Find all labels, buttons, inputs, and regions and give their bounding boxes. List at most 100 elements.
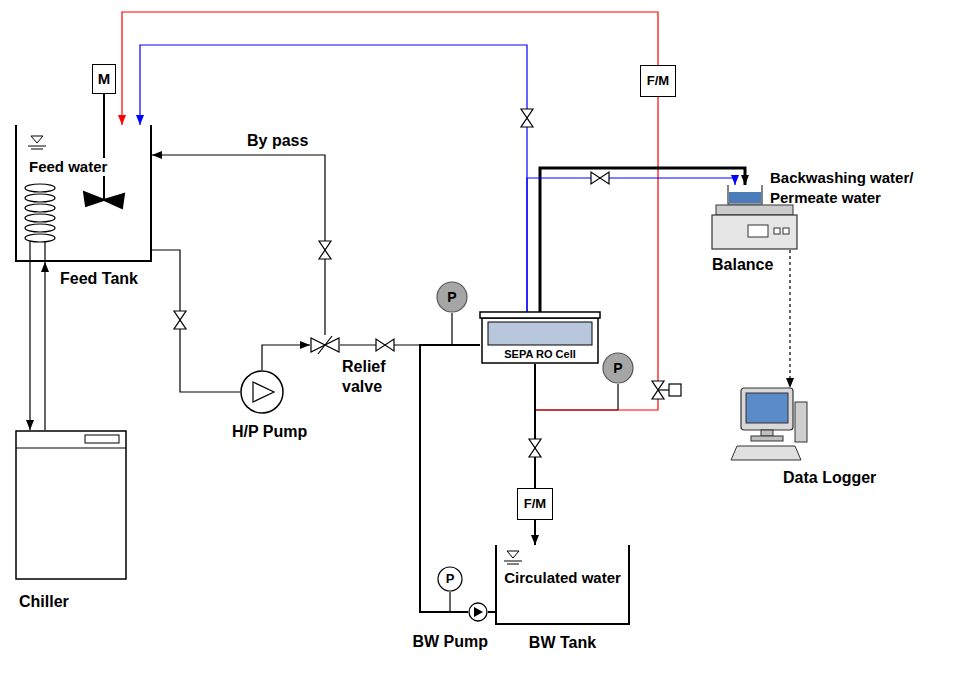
ro-cell-shape bbox=[488, 322, 592, 345]
pipe-line bbox=[262, 345, 310, 370]
relief-valve-shape bbox=[310, 335, 340, 355]
flow-meter: F/M bbox=[640, 65, 676, 97]
pressure-gauge-shape bbox=[437, 282, 467, 312]
stirrer bbox=[104, 194, 124, 208]
node-text: Data Logger bbox=[783, 468, 876, 487]
node-text: SEPA RO Cell bbox=[480, 348, 600, 361]
node-text: Chiller bbox=[19, 592, 69, 611]
pipe-line bbox=[44, 262, 45, 430]
valve-actuator bbox=[658, 389, 669, 390]
pipe-line bbox=[122, 12, 658, 125]
node-text: P bbox=[446, 571, 455, 587]
pipe-line bbox=[152, 250, 240, 392]
bw-tank: Circulated waterBW Tank bbox=[495, 545, 630, 625]
bw-pump-shape bbox=[468, 602, 488, 622]
valve-symbol bbox=[591, 172, 609, 184]
valve-actuator bbox=[658, 384, 681, 396]
cooling-coil bbox=[25, 214, 55, 222]
cooling-coil bbox=[44, 241, 45, 262]
node-text: BW Tank bbox=[495, 633, 630, 652]
feed-tank: Feed waterFeed Tank bbox=[15, 125, 152, 262]
node-text: Feed Tank bbox=[60, 269, 138, 288]
computer: Data Logger bbox=[735, 388, 805, 466]
high-pressure-pump: H/P Pump bbox=[240, 370, 284, 414]
chiller-unit-shape bbox=[85, 435, 119, 443]
computer-shape bbox=[751, 436, 783, 441]
chiller-unit: Chiller bbox=[15, 430, 127, 580]
pipe-line bbox=[140, 45, 527, 312]
pipe-line bbox=[152, 155, 325, 335]
cooling-coil bbox=[25, 204, 55, 212]
node-text: H/P Pump bbox=[232, 422, 307, 441]
ro-cell-shape bbox=[480, 312, 600, 318]
high-pressure-pump-shape bbox=[240, 370, 284, 414]
water-level-symbol bbox=[31, 136, 43, 143]
node-text: P bbox=[613, 360, 622, 377]
balance-shape bbox=[748, 225, 768, 237]
pipe-line bbox=[29, 262, 30, 430]
pipe-line bbox=[452, 313, 480, 345]
pressure-gauge-shape bbox=[438, 567, 462, 591]
pipe-line bbox=[103, 94, 105, 125]
bw-pump-shape bbox=[474, 607, 483, 617]
high-pressure-pump-shape bbox=[241, 371, 283, 413]
pipe-line bbox=[450, 592, 468, 612]
pipe-line bbox=[420, 345, 480, 612]
bw-tank-shape bbox=[496, 545, 629, 624]
pipe-line bbox=[534, 364, 536, 488]
water-level-symbol bbox=[507, 564, 519, 565]
cooling-coil bbox=[25, 234, 55, 242]
node-text: BW Pump bbox=[412, 632, 488, 651]
valve-symbol bbox=[529, 439, 541, 457]
water-level-symbol bbox=[507, 551, 519, 558]
valve-symbol bbox=[319, 241, 331, 259]
computer-shape bbox=[746, 393, 788, 423]
motor-box: M bbox=[92, 64, 116, 94]
water-level-symbol bbox=[31, 149, 43, 150]
balance-shape bbox=[774, 228, 780, 234]
high-pressure-pump-shape bbox=[253, 382, 274, 402]
relief-valve-shape bbox=[318, 336, 332, 354]
node-text: Balance bbox=[712, 255, 773, 274]
pressure-gauge: P bbox=[437, 566, 463, 592]
node-text: Feed water bbox=[27, 158, 109, 176]
balance-shape bbox=[728, 185, 762, 204]
bw-pump: BW Pump bbox=[468, 602, 488, 622]
balance-shape bbox=[712, 215, 797, 249]
chiller-unit-shape bbox=[16, 431, 126, 579]
valve-actuator bbox=[669, 384, 681, 396]
valve-symbol bbox=[521, 109, 533, 127]
node-text: Circulated water bbox=[495, 569, 630, 587]
flow-meter: F/M bbox=[517, 488, 553, 520]
pressure-gauge-shape bbox=[603, 353, 633, 383]
pressure-gauge: P bbox=[602, 352, 634, 384]
valve-symbol bbox=[174, 311, 186, 329]
valve-symbol bbox=[174, 109, 664, 457]
stirrer bbox=[84, 192, 104, 206]
cooling-coil bbox=[25, 194, 55, 202]
feed-tank-shape bbox=[15, 125, 152, 262]
node-text: F/M bbox=[647, 73, 669, 89]
balance-shape bbox=[729, 192, 761, 203]
computer-shape bbox=[761, 430, 773, 436]
computer-shape bbox=[741, 388, 793, 430]
cooling-coil bbox=[25, 184, 55, 192]
cooling-coil bbox=[29, 241, 30, 262]
pipe-line bbox=[527, 178, 735, 312]
balance-shape bbox=[783, 228, 789, 234]
node-text: Relief valve bbox=[342, 357, 400, 397]
node-text: P bbox=[447, 289, 456, 306]
relief-valve: Relief valve bbox=[310, 335, 340, 355]
feed-tank-shape bbox=[16, 125, 151, 261]
pipe-line bbox=[534, 520, 536, 545]
bw-pump-shape bbox=[469, 603, 487, 621]
cooling-coil bbox=[25, 184, 55, 262]
water-level-symbol bbox=[28, 146, 46, 147]
cooling-coil bbox=[25, 224, 55, 232]
valve-symbol bbox=[376, 339, 394, 351]
node-text: F/M bbox=[524, 496, 546, 512]
edge-label: By pass bbox=[245, 131, 310, 150]
pressure-gauge: P bbox=[436, 281, 468, 313]
water-level-symbol bbox=[504, 561, 522, 562]
